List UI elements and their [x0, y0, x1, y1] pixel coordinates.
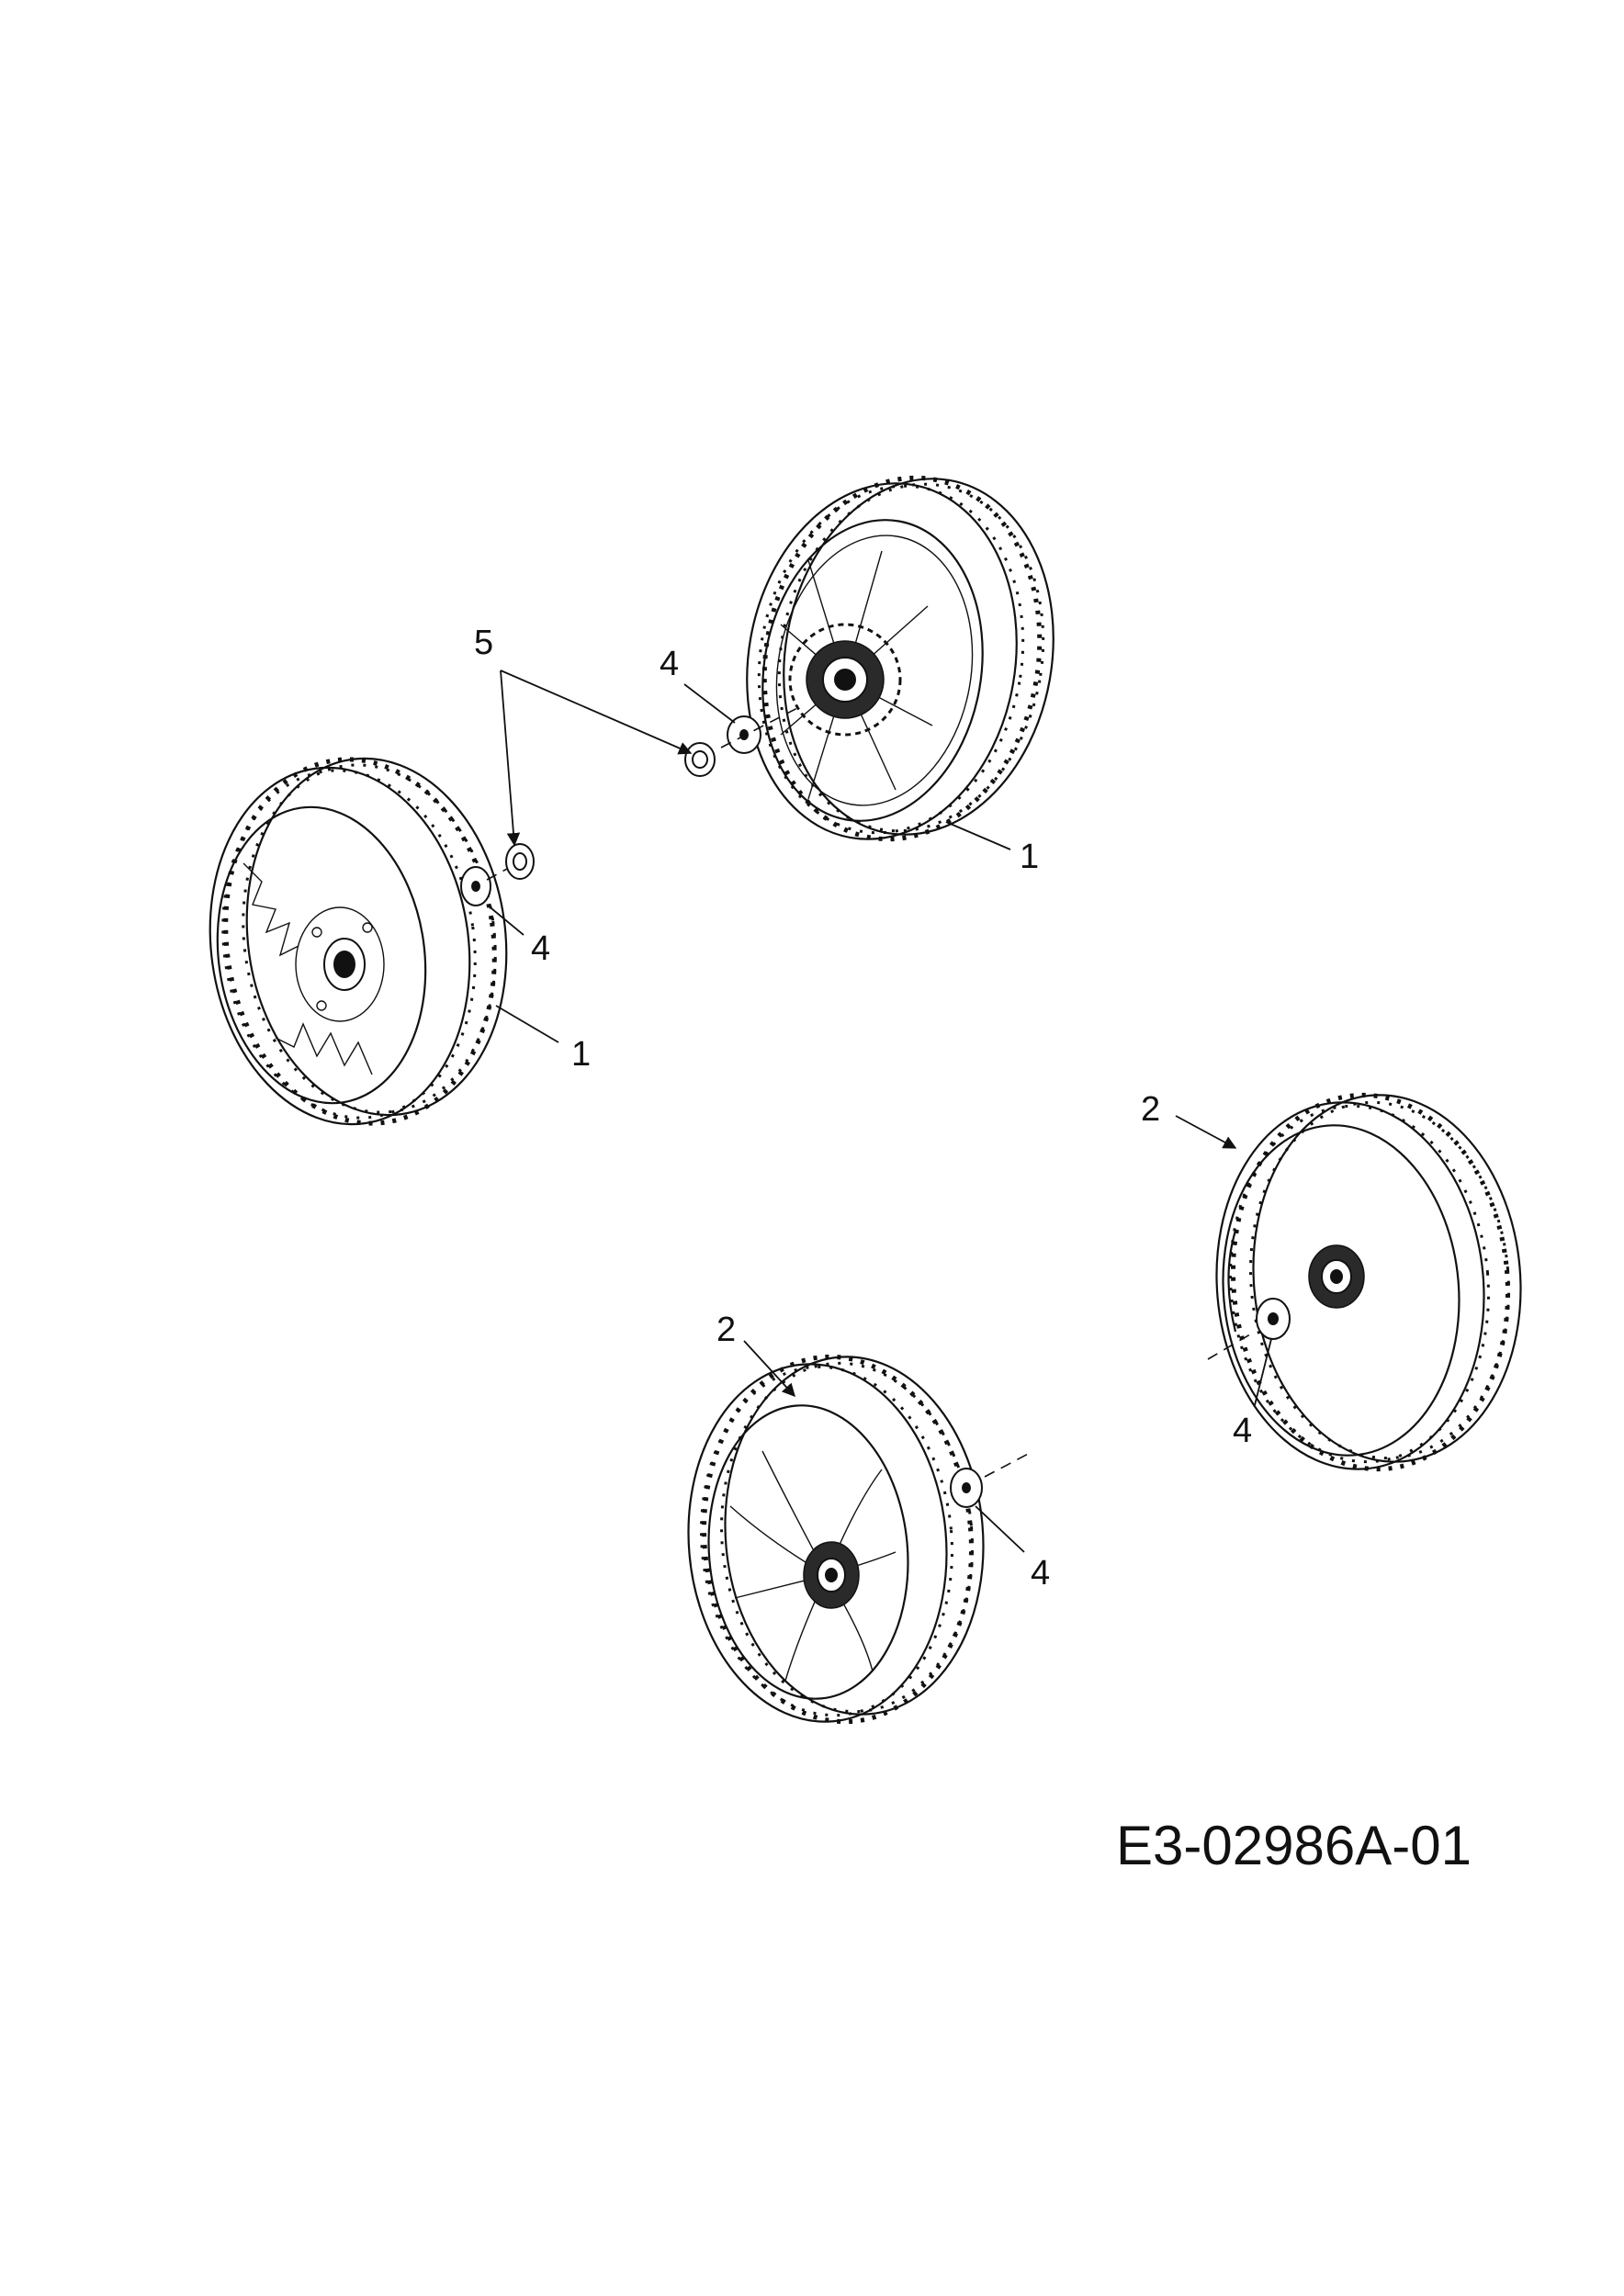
- callout-4-left: 4: [531, 929, 550, 968]
- leader-lines: [486, 670, 1272, 1553]
- washer-right-4: [1256, 1298, 1291, 1340]
- callout-5: 5: [474, 624, 493, 662]
- axis-line-bottom: [984, 1450, 1034, 1478]
- washer-bottom-4: [950, 1468, 983, 1508]
- callout-2-bottom: 2: [716, 1311, 736, 1349]
- callout-4-bottom: 4: [1031, 1554, 1050, 1593]
- wheel-left-rear: [209, 757, 508, 1126]
- wheel-top-rear: [746, 475, 1054, 842]
- callout-1-left: 1: [571, 1035, 591, 1074]
- drawing-number: E3-02986A-01: [1116, 1815, 1472, 1876]
- axis-line-left: [486, 868, 508, 881]
- callout-4-right: 4: [1233, 1412, 1252, 1450]
- washer-left-5: [505, 843, 535, 880]
- washer-left-4: [460, 866, 491, 906]
- axis-line-right: [1207, 1331, 1256, 1360]
- washer-top-4: [727, 715, 761, 754]
- callout-2-right: 2: [1141, 1090, 1160, 1129]
- axis-line-top: [720, 706, 800, 748]
- washer-top-5: [684, 742, 716, 777]
- callout-1-top: 1: [1020, 838, 1039, 876]
- wheel-bottom-front: [687, 1354, 985, 1725]
- callout-4-top: 4: [660, 645, 679, 683]
- wheel-right-front: [1215, 1092, 1522, 1472]
